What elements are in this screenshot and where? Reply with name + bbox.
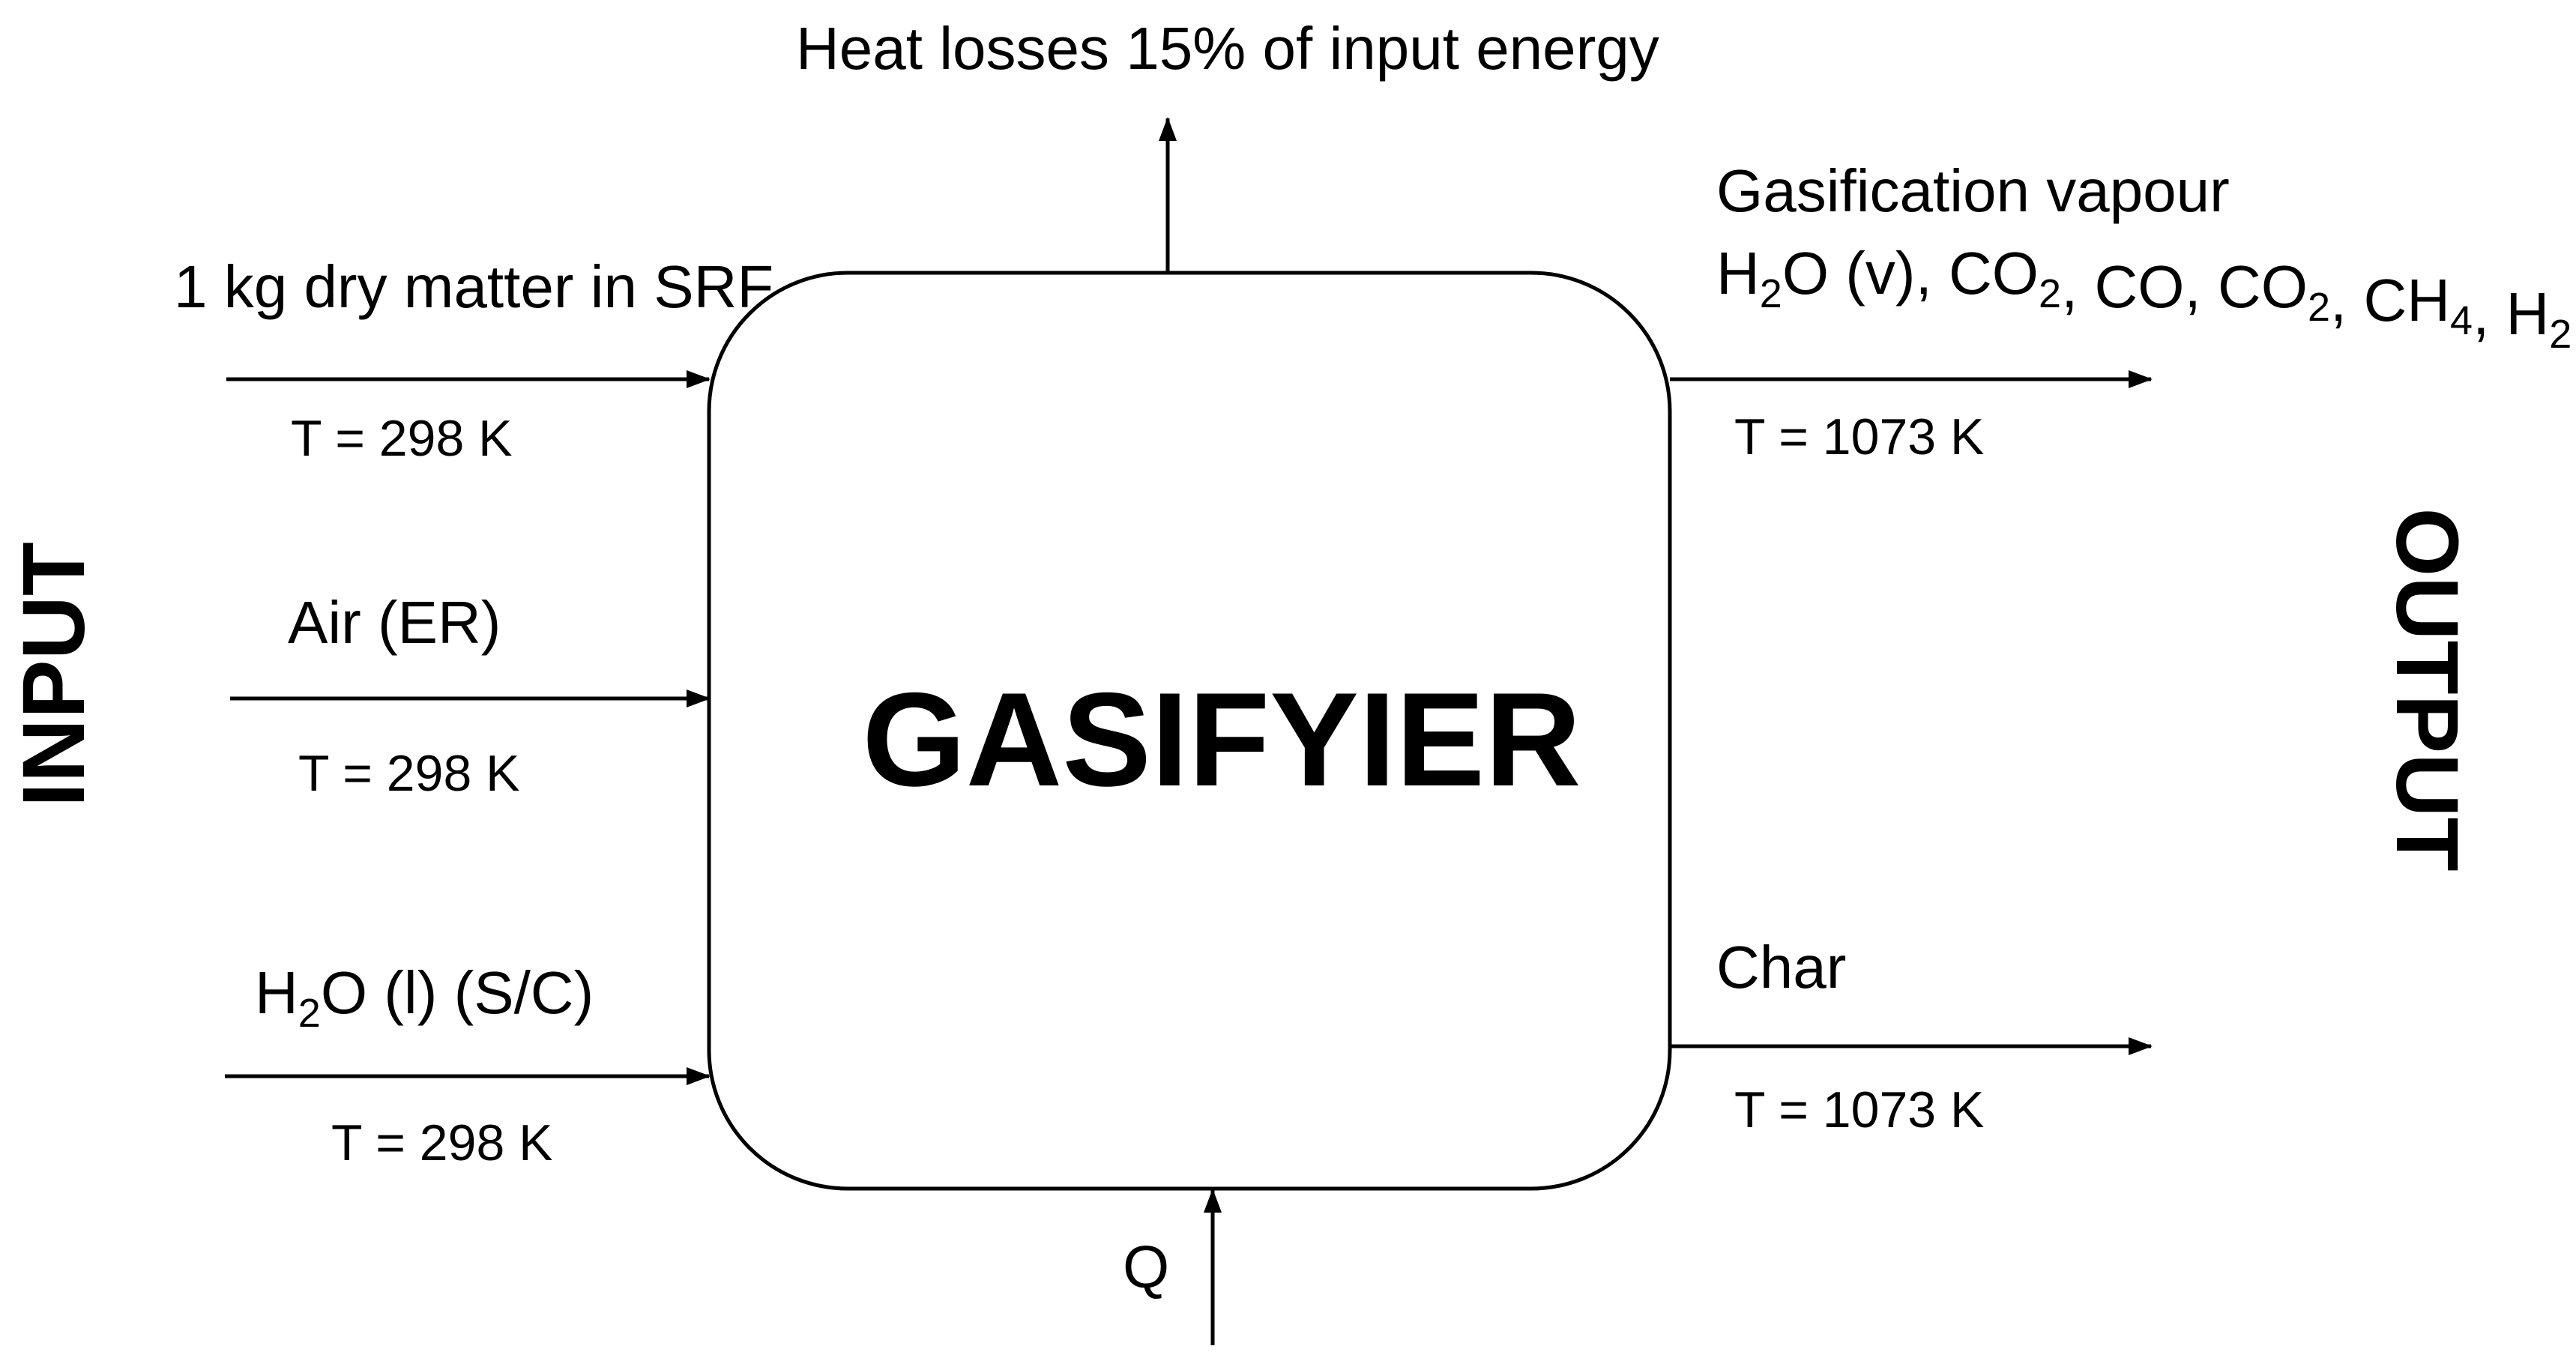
output-vapour-temp: T = 1073 K: [1734, 408, 1984, 465]
output-vapour-species: H2O (v), CO2, CO, CO2, CH4, H2, N2: [1716, 240, 2576, 370]
input-side-label: INPUT: [4, 542, 103, 807]
output-char-label: Char: [1716, 934, 1846, 1001]
input-srf-temp: T = 298 K: [291, 410, 513, 467]
input-srf-label: 1 kg dry matter in SRF: [174, 253, 773, 320]
input-water-label: H2O (l) (S/C): [255, 959, 594, 1036]
heat-loss-label: Heat losses 15% of input energy: [796, 15, 1659, 82]
input-air-label: Air (ER): [288, 589, 501, 656]
output-vapour-label: Gasification vapour: [1716, 157, 2230, 224]
output-side-label: OUTPUT: [2377, 507, 2476, 871]
input-air-temp: T = 298 K: [298, 745, 520, 802]
heat-input-label: Q: [1123, 1234, 1169, 1300]
input-water-temp: T = 298 K: [331, 1114, 553, 1171]
gasifier-label: GASIFYIER: [862, 665, 1581, 814]
gasifier-box: [707, 271, 1672, 1191]
output-char-temp: T = 1073 K: [1734, 1081, 1984, 1138]
